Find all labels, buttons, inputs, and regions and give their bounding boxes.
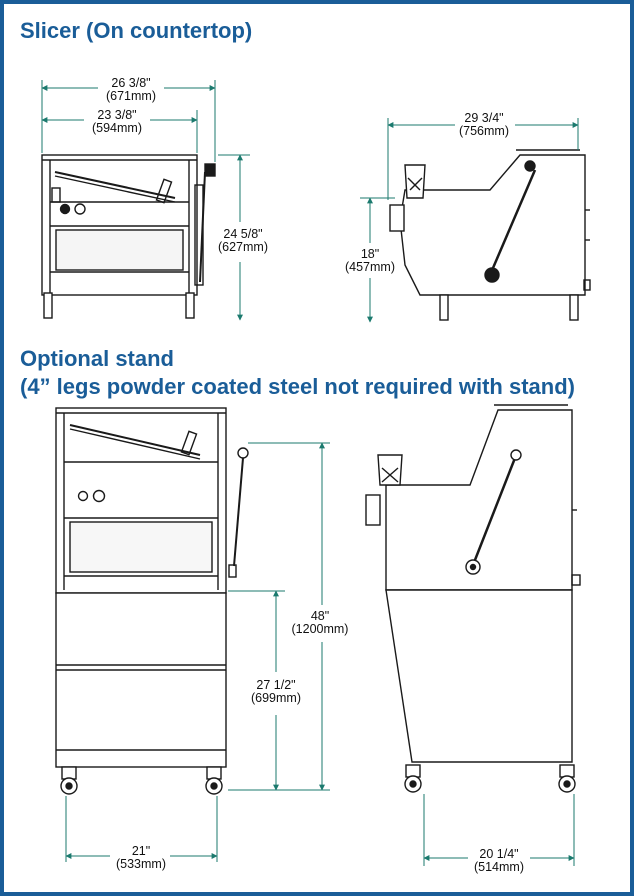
stand-side-view xyxy=(365,404,581,793)
dim-counter-depth: 29 3/4"(756mm) xyxy=(458,111,510,138)
dim-counter-width-overall: 26 3/8"(671mm) xyxy=(105,76,157,103)
dim-counter-feed-height: 18"(457mm) xyxy=(344,247,396,274)
dimension-lines xyxy=(41,80,579,866)
countertop-front-view xyxy=(41,154,216,319)
section-title-countertop: Slicer (On countertop) xyxy=(20,18,253,43)
countertop-side-view xyxy=(389,149,591,321)
dim-stand-total-height: 48"(1200mm) xyxy=(291,609,349,636)
section-title-stand: Optional stand xyxy=(20,346,174,371)
stand-front-view xyxy=(55,407,249,795)
dim-counter-height: 24 5/8"(627mm) xyxy=(217,227,269,254)
section-subtitle-stand: (4” legs powder coated steel not require… xyxy=(20,374,575,399)
dim-counter-width-body: 23 3/8"(594mm) xyxy=(91,108,143,135)
dim-stand-height: 27 1/2"(699mm) xyxy=(250,678,302,705)
dim-stand-width: 21"(533mm) xyxy=(115,844,167,871)
dim-stand-depth: 20 1/4"(514mm) xyxy=(473,847,525,874)
